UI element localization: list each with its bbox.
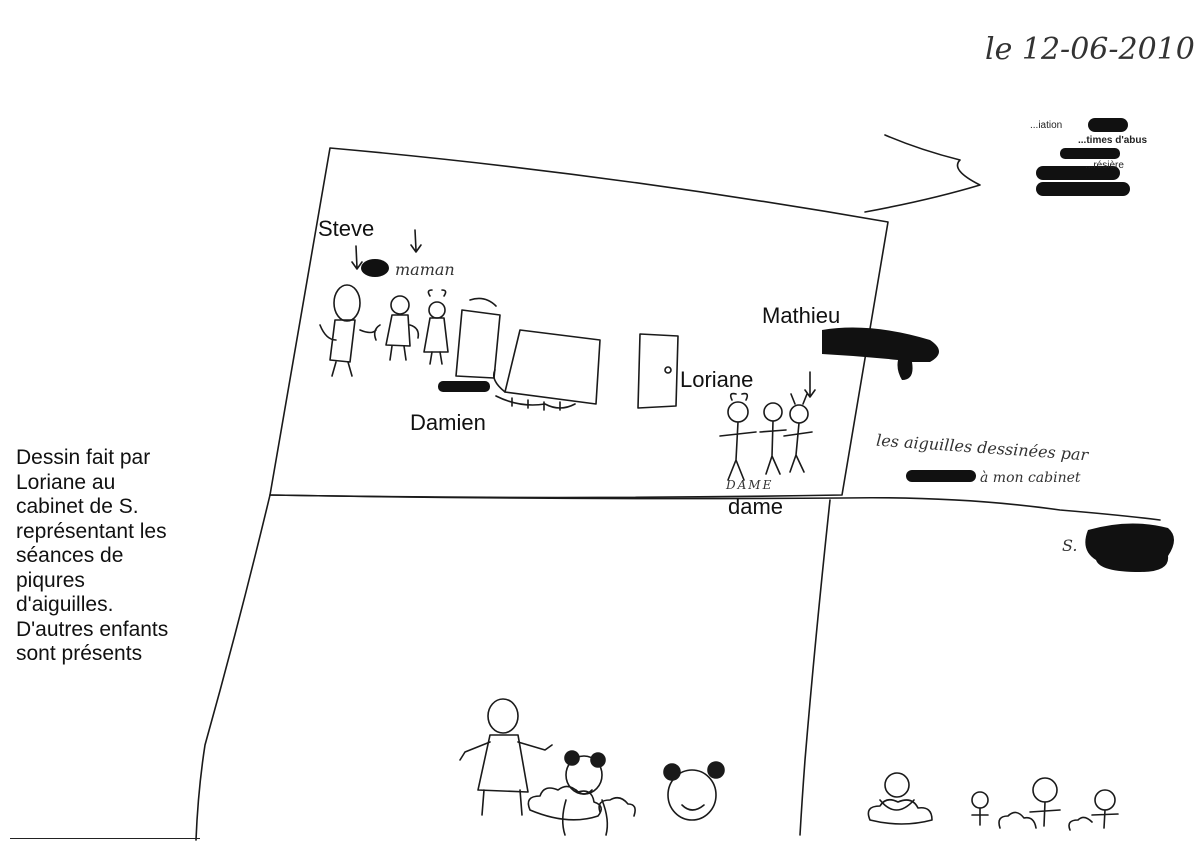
label-steve: Steve: [318, 216, 375, 241]
caption-line: D'autres enfants: [16, 617, 169, 641]
label-damien: Damien: [410, 410, 486, 435]
arrow-steve: [351, 245, 363, 270]
floor-line: [269, 494, 1161, 521]
stamp-line-3: ...résière: [1085, 160, 1124, 171]
lower-left-line: [195, 494, 271, 841]
figures-left-group: [319, 284, 449, 377]
label-loriane: Loriane: [680, 367, 754, 392]
arrow-maman: [410, 229, 422, 253]
stamp-line-2: ...times d'abus: [1078, 135, 1148, 146]
date-handwritten: le 12-06-2010: [985, 32, 1195, 67]
stamp-line-1: ...iation: [1030, 120, 1063, 131]
handwritten-dame: DAME: [726, 478, 774, 492]
figures-right-group: [719, 392, 813, 481]
figures-bottom-group: [459, 698, 1119, 836]
caption-line: cabinet de S.: [16, 495, 139, 518]
caption-line: Dessin fait par: [16, 446, 151, 469]
arrow-loriane: [804, 371, 816, 398]
caption-line: piqures: [16, 568, 85, 592]
room-outline: [269, 147, 889, 499]
cabinet: [455, 309, 501, 379]
bubble-tail: [864, 134, 981, 213]
label-mathieu: Mathieu: [762, 303, 841, 328]
caption-line: séances de: [16, 544, 124, 567]
caption-line: représentant les: [16, 519, 167, 543]
footer-rule: [10, 838, 200, 839]
redactions: [361, 118, 1174, 572]
caption-line: d'aiguilles.: [16, 593, 114, 616]
label-dame: dame: [728, 494, 784, 519]
lower-right-line: [799, 499, 831, 836]
caption-line: sont présents: [16, 642, 143, 665]
handwritten-signature-initial: S.: [1062, 536, 1078, 555]
handwritten-maman: maman: [395, 260, 455, 279]
bed: [504, 329, 601, 405]
caption: Dessin fait par Loriane au cabinet de S.…: [16, 446, 206, 667]
door: [637, 333, 679, 409]
handwritten-note-line-2: à mon cabinet: [980, 470, 1081, 486]
caption-line: Loriane au: [16, 470, 116, 494]
